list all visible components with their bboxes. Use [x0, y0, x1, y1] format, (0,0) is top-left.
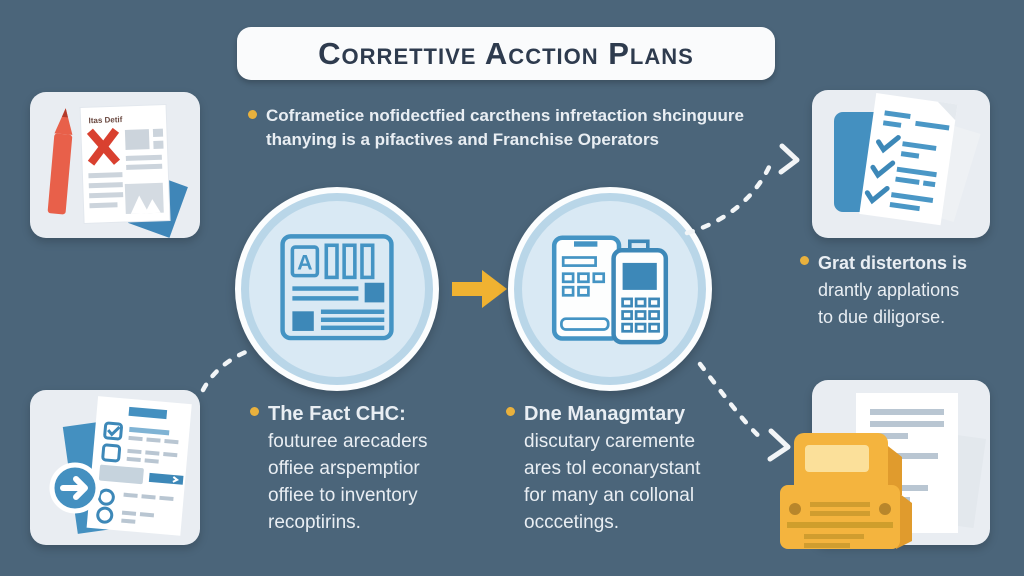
note-bottom-right-line-3: for many an collonal — [524, 485, 695, 506]
note-right: Grat distertons is drantly applations to… — [800, 250, 1003, 331]
note-bottom-right-line-1: discutary caremente — [524, 431, 696, 452]
checklist-clipboard-icon — [834, 93, 981, 226]
note-top-line-2: thanying is a pifactives and Franchise O… — [266, 130, 660, 149]
note-right-line-2: drantly applations — [818, 280, 960, 300]
note-bottom-left-line-4: recoptirins. — [268, 512, 361, 533]
note-top: Coframetice nofidectfied carcthens infre… — [248, 104, 776, 152]
step-circle-devices — [508, 187, 712, 391]
note-right-line-1: Grat distertons is — [818, 253, 968, 273]
note-right-line-3: to due diligorse. — [818, 307, 946, 327]
form-letter: A — [297, 250, 312, 274]
card-process-document — [30, 390, 200, 545]
connector-left-icon — [200, 346, 256, 393]
note-bottom-right-line-2: ares tol econarystant — [524, 458, 701, 479]
bullet-icon — [248, 110, 257, 119]
page-title: Correttive Acction Plans — [318, 35, 694, 71]
bullet-icon — [250, 407, 259, 416]
note-bottom-left-line-3: offiee to inventory — [268, 485, 418, 506]
bullet-icon — [800, 256, 809, 265]
rejected-document-icon: Itas Detif — [47, 104, 188, 238]
document-label: Itas Detif — [88, 115, 122, 125]
step-circle-form: A — [235, 187, 439, 391]
bullet-icon — [506, 407, 515, 416]
connector-top-right-icon — [684, 162, 773, 236]
form-document-icon: A — [280, 234, 394, 341]
truck-icon — [780, 433, 912, 549]
note-bottom-left: The Fact CHC: fouturee arecaders offiee … — [250, 401, 483, 536]
note-bottom-left-line-2: offiee arspemptior — [268, 458, 420, 479]
calculator-devices-icon — [551, 235, 669, 345]
card-rejected-document: Itas Detif — [30, 92, 200, 238]
note-top-line-1: Coframetice nofidectfied carcthens infre… — [266, 106, 744, 125]
right-arrow-icon — [452, 270, 507, 308]
red-pencil-icon — [47, 108, 73, 215]
note-bottom-right-line-4: occcetings. — [524, 512, 620, 533]
note-bottom-left-line-1: fouturee arecaders — [268, 431, 428, 452]
note-bottom-left-heading: The Fact CHC: — [268, 403, 406, 425]
note-bottom-right-heading: Dne Managmtary — [524, 403, 686, 425]
process-document-icon — [49, 396, 192, 536]
delivery-truck-document-icon — [780, 393, 987, 549]
note-bottom-right: Dne Managmtary discutary caremente ares … — [506, 401, 739, 536]
arrowhead-top-icon — [778, 143, 800, 175]
title-banner: Correttive Acction Plans — [237, 27, 775, 80]
card-checklist — [812, 90, 990, 238]
